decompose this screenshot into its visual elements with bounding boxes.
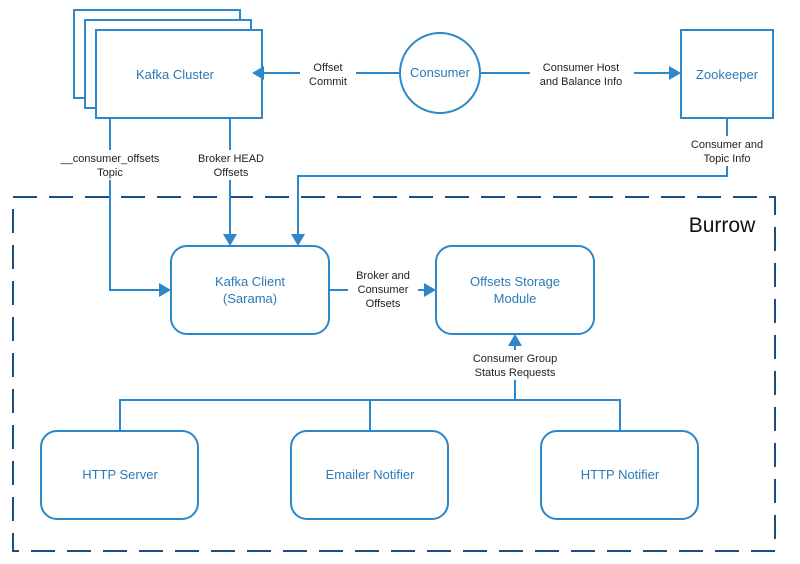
edge-consumer-topic-info: Consumer and Topic Info: [291, 118, 772, 246]
edge-broker-consumer-offsets: Broker and Consumer Offsets: [329, 268, 436, 312]
consumer-offsets-topic-label-line1: __consumer_offsets: [60, 153, 160, 165]
kafka-cluster-node: Kafka Cluster: [73, 9, 263, 119]
consumer-topic-info-label-line1: Consumer and: [691, 139, 763, 151]
burrow-title: Burrow: [689, 214, 756, 237]
edge-consumer-group-status: Consumer Group Status Requests: [119, 334, 621, 431]
consumer-group-status-label-line2: Status Requests: [475, 367, 556, 379]
offsets-storage-label-line2: Module: [494, 291, 537, 306]
consumer-host-label-line1: Consumer Host: [543, 62, 619, 74]
http-server-node: HTTP Server: [40, 430, 199, 520]
consumer-topic-info-label-line2: Topic Info: [703, 153, 750, 165]
edge-offset-commit: Offset Commit: [252, 60, 400, 88]
consumer-host-label-line2: and Balance Info: [540, 76, 623, 88]
consumer-node: Consumer: [399, 32, 481, 114]
http-notifier-node: HTTP Notifier: [540, 430, 699, 520]
offset-commit-label-line1: Offset: [313, 62, 342, 74]
consumer-offsets-topic-label-line2: Topic: [97, 167, 123, 179]
consumer-group-status-label-line1: Consumer Group: [473, 353, 557, 365]
kafka-client-label-line1: Kafka Client: [215, 274, 285, 289]
broker-consumer-offsets-label-line1: Broker and: [356, 270, 410, 282]
kafka-client-node: Kafka Client (Sarama): [170, 245, 330, 335]
edge-broker-head-offsets: Broker HEAD Offsets: [190, 118, 272, 246]
consumer-label: Consumer: [410, 65, 471, 80]
burrow-boundary: [12, 196, 776, 552]
broker-head-label-line1: Broker HEAD: [198, 153, 264, 165]
edge-consumer-host: Consumer Host and Balance Info: [480, 60, 681, 88]
http-notifier-label: HTTP Notifier: [581, 467, 660, 482]
broker-head-label-line2: Offsets: [214, 167, 249, 179]
zookeeper-label: Zookeeper: [696, 67, 759, 82]
offsets-storage-node: Offsets Storage Module: [435, 245, 595, 335]
http-server-label: HTTP Server: [82, 467, 158, 482]
broker-consumer-offsets-label-line2: Consumer: [358, 284, 409, 296]
kafka-cluster-label: Kafka Cluster: [136, 67, 215, 82]
kafka-client-label-line2: (Sarama): [223, 291, 277, 306]
offset-commit-label-line2: Commit: [309, 76, 347, 88]
emailer-notifier-label: Emailer Notifier: [326, 467, 416, 482]
zookeeper-node: Zookeeper: [680, 29, 774, 119]
broker-consumer-offsets-label-line3: Offsets: [366, 298, 401, 310]
edge-consumer-offsets-topic: __consumer_offsets Topic: [55, 118, 171, 297]
offsets-storage-label-line1: Offsets Storage: [470, 274, 560, 289]
emailer-notifier-node: Emailer Notifier: [290, 430, 449, 520]
